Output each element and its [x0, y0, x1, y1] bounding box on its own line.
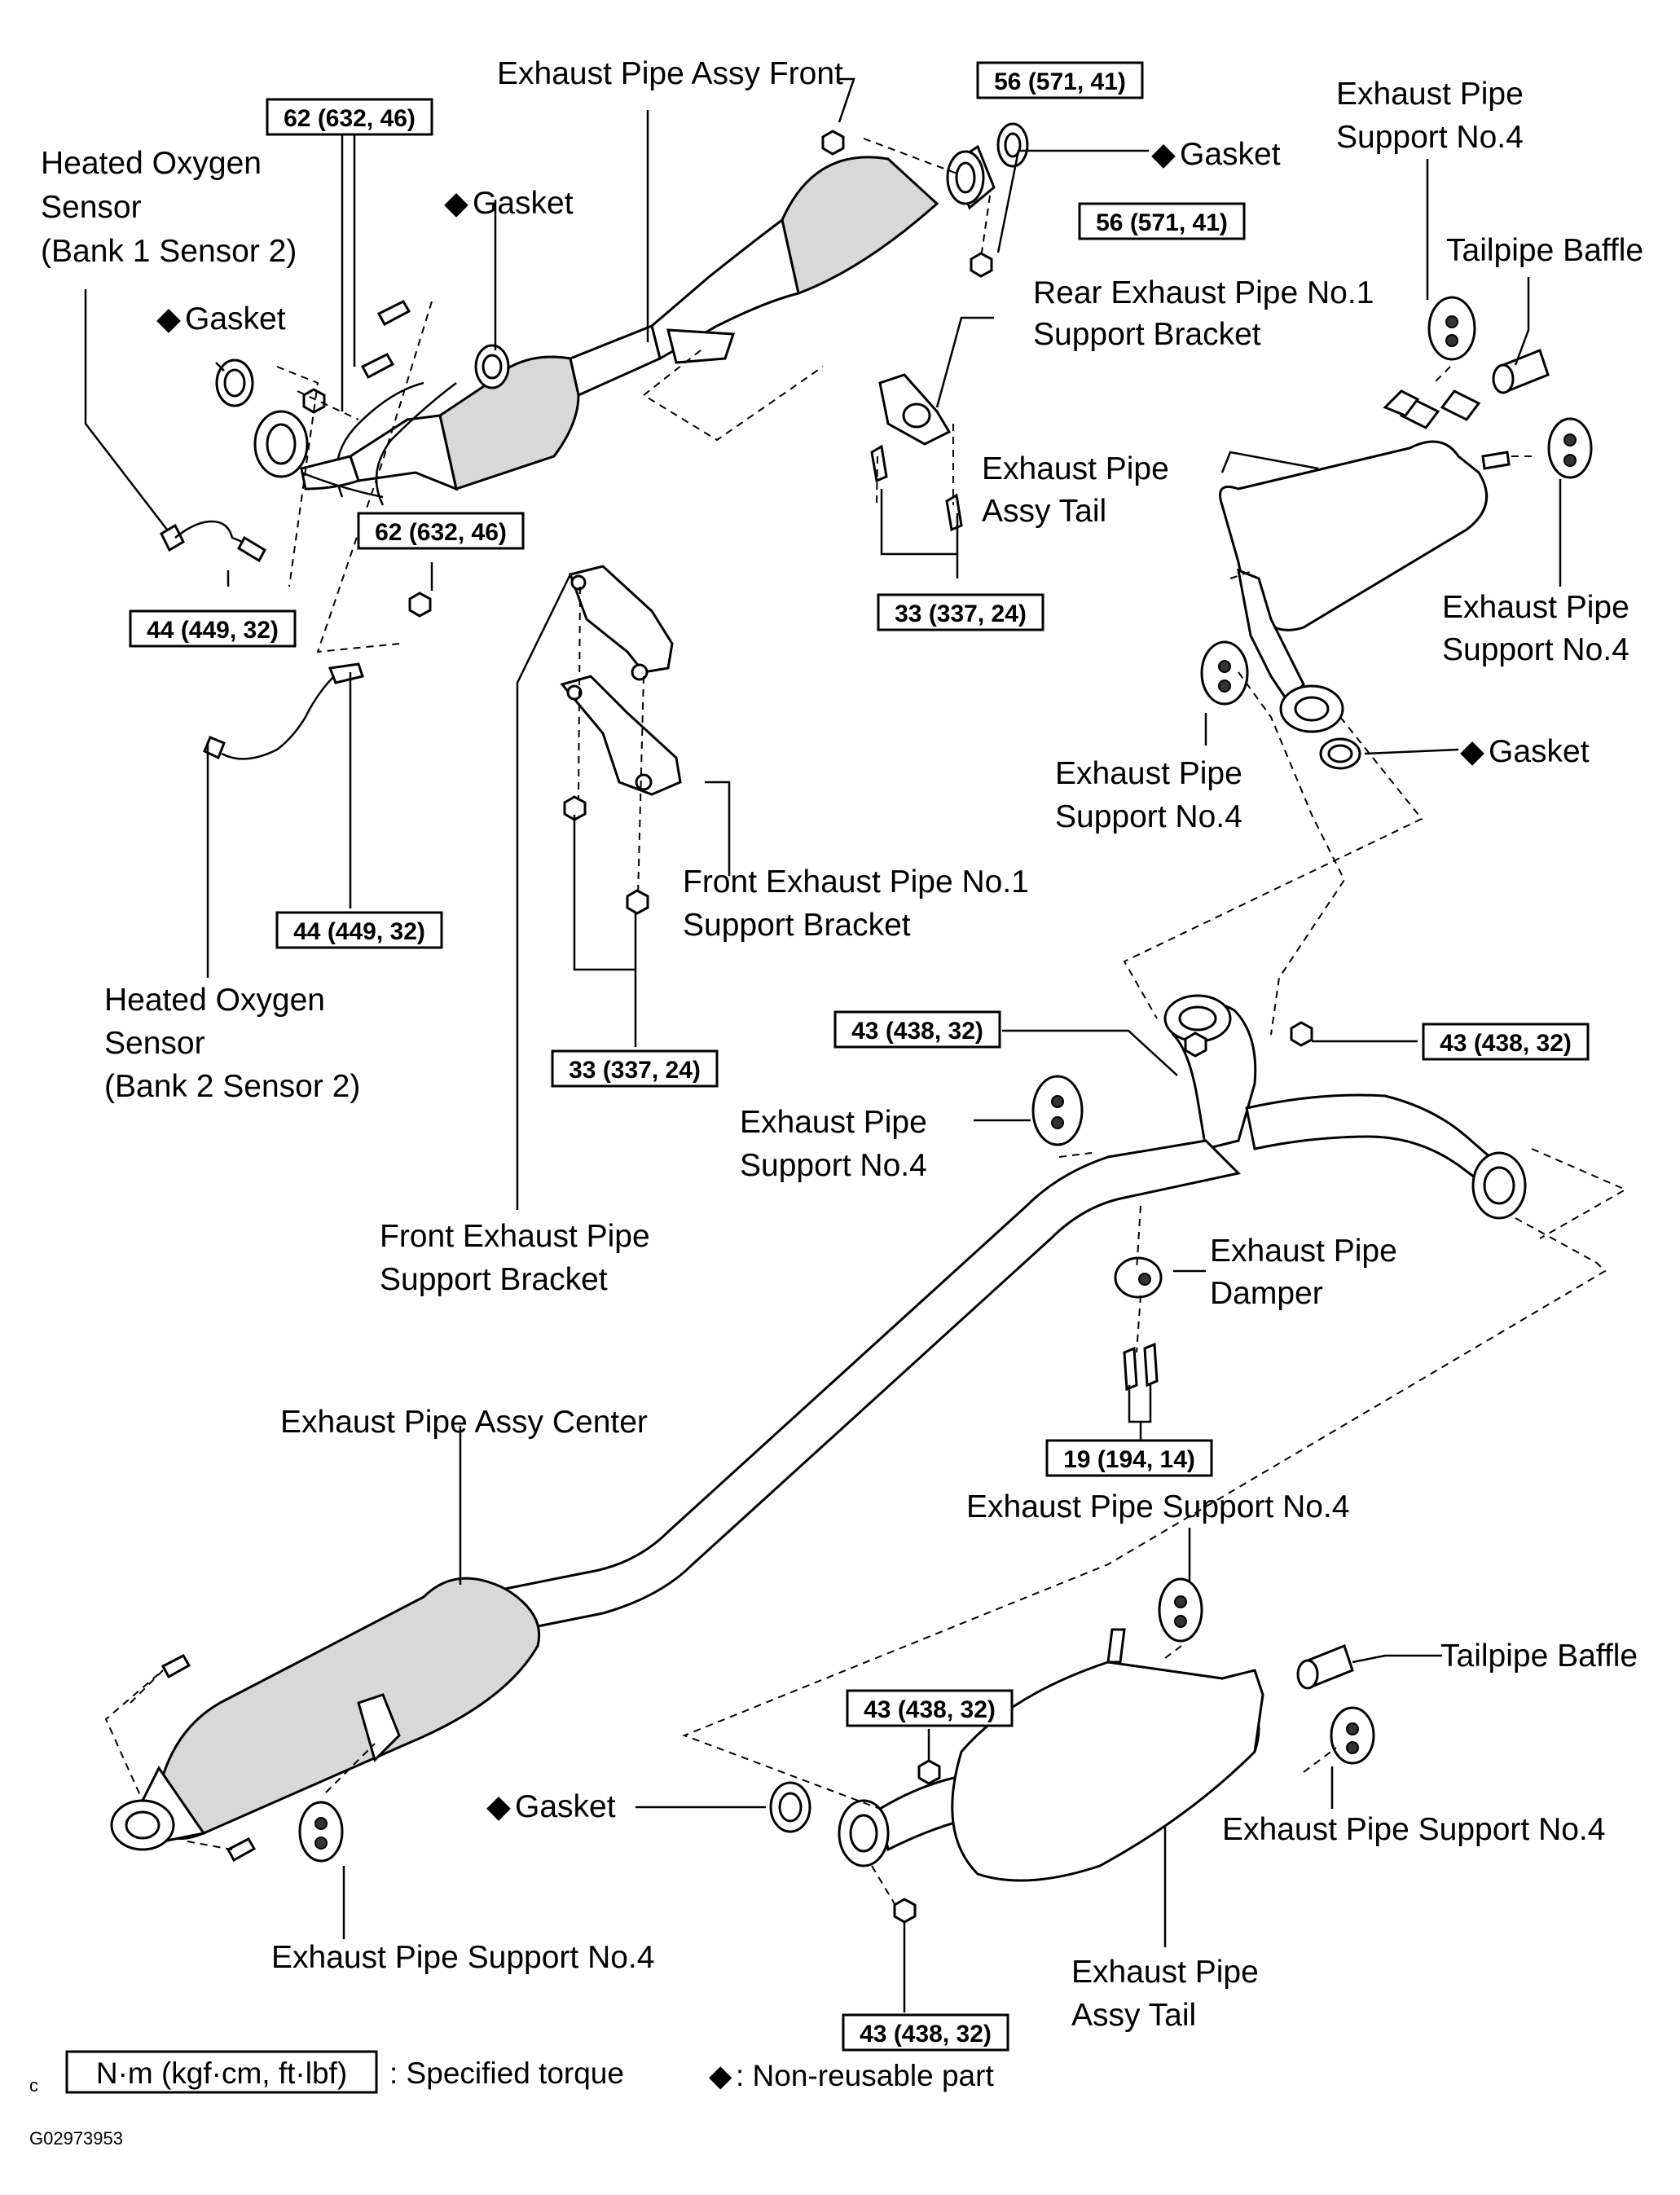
torque-value: 33 (337, 24)	[569, 1057, 701, 1084]
label-front-no1-bracket-line1: Front Exhaust Pipe No.1	[683, 864, 1029, 900]
label-tail-upper-line1: Exhaust Pipe	[982, 451, 1169, 486]
torque-value: 43 (438, 32)	[1440, 1030, 1572, 1057]
nonreusable-diamond-icon: ◆	[156, 301, 181, 337]
legend-nonreusable-part: : Non-reusable part	[736, 2059, 994, 2092]
nonreusable-diamond-icon: ◆	[444, 186, 468, 221]
torque-box: 43 (438, 32)	[833, 1010, 1001, 1049]
label-support-no4-right-upper-line1: Exhaust Pipe	[1442, 590, 1629, 625]
label-support-no4-lower-right: Exhaust Pipe Support No.4	[1222, 1812, 1605, 1847]
torque-box: 33 (337, 24)	[551, 1049, 719, 1088]
label-gasket-tail-lower: Gasket	[515, 1789, 616, 1824]
label-exhaust-pipe-damper-line2: Damper	[1210, 1276, 1323, 1311]
torque-value: 44 (449, 32)	[293, 918, 425, 945]
exhaust-pipe-assy-front	[253, 144, 996, 506]
label-support-no4-center-line1: Exhaust Pipe	[740, 1105, 927, 1140]
label-heated-oxygen-sensor-b1s2-line2: Sensor	[41, 190, 142, 225]
label-exhaust-pipe-assy-center: Exhaust Pipe Assy Center	[280, 1405, 648, 1440]
label-heated-oxygen-sensor-b2s2-line2: Sensor	[104, 1026, 205, 1061]
nonreusable-diamond-icon: ◆	[1151, 137, 1176, 172]
label-gasket-front-left: Gasket	[185, 301, 286, 337]
label-tail-lower-line1: Exhaust Pipe	[1071, 1955, 1259, 1990]
label-heated-oxygen-sensor-b2s2-line3: (Bank 2 Sensor 2)	[104, 1069, 360, 1104]
torque-value: 56 (571, 41)	[994, 68, 1126, 95]
label-support-no4-top-line1: Exhaust Pipe	[1336, 77, 1524, 112]
torque-box: 33 (337, 24)	[877, 593, 1045, 631]
label-front-support-bracket-line2: Support Bracket	[380, 1262, 608, 1297]
exhaust-pipe-assy-tail-lower	[769, 1577, 1375, 1924]
label-heated-oxygen-sensor-b2s2-line1: Heated Oxygen	[104, 983, 325, 1018]
legend: c N·m (kgf·cm, ft·lbf) : Specified torqu…	[29, 2050, 994, 2149]
leader-lines	[84, 77, 1562, 2012]
legend-unit-box-text: N·m (kgf·cm, ft·lbf)	[96, 2056, 347, 2090]
label-support-no4-lower-mid: Exhaust Pipe Support No.4	[966, 1489, 1349, 1524]
label-gasket-front-mid: Gasket	[473, 186, 574, 221]
label-support-no4-left-upper-line2: Support No.4	[1055, 799, 1242, 834]
label-gasket-front-top: Gasket	[1180, 137, 1281, 172]
label-tailpipe-baffle-top: Tailpipe Baffle	[1446, 233, 1643, 268]
label-tail-lower-line2: Assy Tail	[1071, 1998, 1196, 2033]
heated-oxygen-sensor-bank1	[160, 520, 266, 563]
torque-box: 56 (571, 41)	[1078, 202, 1246, 240]
torque-value: 62 (632, 46)	[284, 105, 416, 132]
label-exhaust-pipe-assy-front: Exhaust Pipe Assy Front	[497, 56, 843, 91]
torque-value: 62 (632, 46)	[375, 519, 507, 546]
torque-value: 33 (337, 24)	[895, 600, 1027, 627]
label-support-no4-left-upper-line1: Exhaust Pipe	[1055, 756, 1242, 791]
torque-box: 44 (449, 32)	[129, 609, 297, 648]
label-heated-oxygen-sensor-b1s2-line3: (Bank 1 Sensor 2)	[41, 234, 297, 269]
label-support-no4-top-line2: Support No.4	[1336, 120, 1524, 155]
front-exhaust-pipe-no1-support-bracket	[560, 675, 682, 915]
nonreusable-diamond-icon: ◆	[486, 1789, 511, 1824]
label-front-no1-bracket-line2: Support Bracket	[683, 908, 911, 943]
label-tail-upper-line2: Assy Tail	[982, 494, 1106, 529]
label-support-no4-center-line2: Support No.4	[740, 1148, 927, 1183]
nonreusable-diamond-icon: ◆	[709, 2059, 732, 2092]
label-rear-support-bracket-line2: Support Bracket	[1033, 317, 1261, 352]
torque-box: 43 (438, 32)	[846, 1689, 1014, 1727]
torque-value: 56 (571, 41)	[1096, 209, 1228, 236]
label-tailpipe-baffle-lower: Tailpipe Baffle	[1440, 1639, 1638, 1674]
figure-code: G02973953	[29, 2128, 123, 2149]
corner-letter: c	[29, 2075, 38, 2096]
legend-specified-torque: : Specified torque	[389, 2056, 624, 2090]
label-gasket-tail-upper: Gasket	[1489, 734, 1590, 769]
torque-box: 19 (194, 14)	[1045, 1439, 1213, 1477]
label-exhaust-pipe-damper-line1: Exhaust Pipe	[1210, 1234, 1397, 1269]
label-front-support-bracket-line1: Front Exhaust Pipe	[380, 1219, 650, 1254]
torque-box: 43 (438, 32)	[1422, 1023, 1590, 1061]
heated-oxygen-sensor-bank2	[203, 662, 364, 760]
torque-box: 62 (632, 46)	[266, 98, 433, 136]
label-rear-support-bracket-line1: Rear Exhaust Pipe No.1	[1033, 275, 1374, 310]
label-support-no4-right-upper-line2: Support No.4	[1442, 632, 1629, 667]
nonreusable-diamond-icon: ◆	[1460, 734, 1484, 769]
support-no4-parts-top	[1200, 296, 1593, 706]
label-support-no4-lower-left: Exhaust Pipe Support No.4	[271, 1940, 654, 1975]
exhaust-pipe-assy-center	[110, 994, 1527, 1851]
torque-box: 43 (438, 32)	[842, 2013, 1009, 2052]
torque-box: 62 (632, 46)	[357, 512, 525, 550]
front-exhaust-pipe-support-bracket	[569, 565, 674, 681]
torque-value: 19 (194, 14)	[1063, 1446, 1195, 1473]
label-heated-oxygen-sensor-b1s2-line1: Heated Oxygen	[41, 146, 262, 181]
assembly-dashed-lines	[104, 138, 1628, 1907]
exhaust-pipe-assy-tail-upper	[1219, 389, 1511, 770]
torque-value: 43 (438, 32)	[860, 2021, 992, 2048]
torque-value: 43 (438, 32)	[851, 1018, 983, 1045]
torque-value: 44 (449, 32)	[147, 617, 279, 644]
front-pipe-fasteners	[215, 122, 1029, 618]
rear-exhaust-pipe-no1-support-bracket	[870, 373, 963, 532]
center-pipe-fasteners	[161, 1021, 1313, 1863]
torque-box: 44 (449, 32)	[275, 911, 443, 949]
torque-value: 43 (438, 32)	[864, 1696, 996, 1723]
torque-box: 56 (571, 41)	[976, 61, 1144, 99]
